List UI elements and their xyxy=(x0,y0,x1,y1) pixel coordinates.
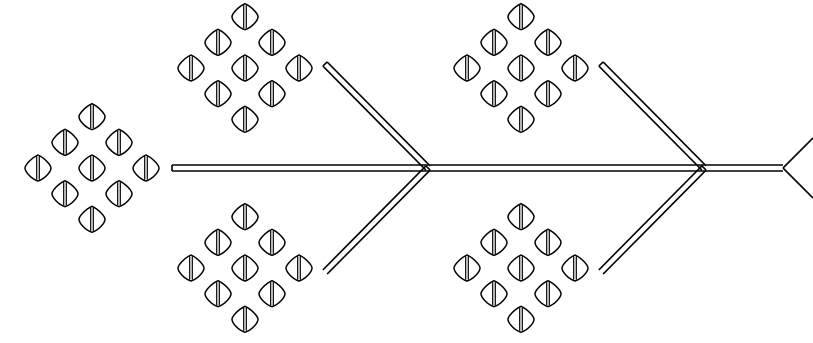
branch-2-lower-stem xyxy=(599,166,706,274)
leaf-icon xyxy=(232,306,258,332)
leaf-icon xyxy=(79,155,105,181)
leaf-icon xyxy=(535,229,561,255)
leaf-icon xyxy=(508,306,534,332)
branch-3-upper-stub xyxy=(783,138,813,168)
leaf-icon xyxy=(205,81,231,107)
leaf-icon xyxy=(481,281,507,307)
leaf-icon xyxy=(454,55,480,81)
leaf-icon xyxy=(106,181,132,207)
leaf-icon xyxy=(454,255,480,281)
leaf-icon xyxy=(79,206,105,232)
leaf-icon xyxy=(259,81,285,107)
leaf-icon xyxy=(535,81,561,107)
leaf-icon xyxy=(232,55,258,81)
leaf-icon xyxy=(481,29,507,55)
leaves-layer xyxy=(25,4,588,333)
leaf-icon xyxy=(508,55,534,81)
leaf-icon xyxy=(205,229,231,255)
branch-2-lower xyxy=(454,204,588,333)
leaf-icon xyxy=(52,181,78,207)
leaf-icon xyxy=(508,255,534,281)
branch-1-lower-stem xyxy=(323,166,430,274)
leaf-icon xyxy=(178,55,204,81)
leaf-icon xyxy=(508,4,534,30)
leaf-icon xyxy=(259,229,285,255)
leaf-icon xyxy=(562,255,588,281)
branch-1-upper xyxy=(178,4,312,133)
leaf-icon xyxy=(133,155,159,181)
leaf-icon xyxy=(481,81,507,107)
root-cluster xyxy=(25,104,159,233)
leaf-icon xyxy=(508,106,534,132)
main-trunk xyxy=(172,165,783,171)
leaf-icon xyxy=(286,255,312,281)
leaf-icon xyxy=(205,281,231,307)
leaf-icon xyxy=(79,104,105,130)
leaf-icon xyxy=(286,55,312,81)
branch-1-lower xyxy=(178,204,312,333)
leaf-icon xyxy=(205,29,231,55)
leaf-icon xyxy=(232,106,258,132)
branch-3-lower-stub xyxy=(783,168,813,198)
leaf-icon xyxy=(259,281,285,307)
leaf-icon xyxy=(481,229,507,255)
leaf-icon xyxy=(106,129,132,155)
leaf-icon xyxy=(25,155,51,181)
leaf-icon xyxy=(535,29,561,55)
leaf-icon xyxy=(178,255,204,281)
leaf-icon xyxy=(562,55,588,81)
leaf-icon xyxy=(232,255,258,281)
leaf-icon xyxy=(52,129,78,155)
leaf-icon xyxy=(232,204,258,230)
branch-2-upper xyxy=(454,4,588,133)
leaf-icon xyxy=(535,281,561,307)
leaf-icon xyxy=(232,4,258,30)
branch-2-upper-stem xyxy=(599,62,706,170)
leaf-icon xyxy=(508,204,534,230)
leaf-icon xyxy=(259,29,285,55)
branch-1-upper-stem xyxy=(323,62,430,170)
